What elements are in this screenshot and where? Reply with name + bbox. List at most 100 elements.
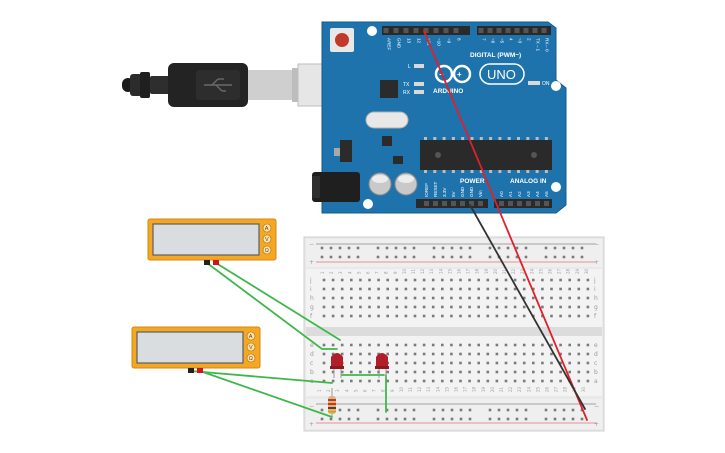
- rail-hole[interactable]: [524, 408, 528, 412]
- terminal-hole[interactable]: [431, 278, 435, 282]
- terminal-hole[interactable]: [340, 305, 344, 309]
- terminal-hole[interactable]: [377, 379, 380, 383]
- rail-hole[interactable]: [544, 255, 548, 259]
- terminal-hole[interactable]: [586, 379, 590, 383]
- terminal-hole[interactable]: [477, 287, 480, 291]
- header-pin[interactable]: [478, 201, 483, 206]
- rail-hole[interactable]: [571, 255, 575, 259]
- terminal-hole[interactable]: [450, 343, 453, 347]
- terminal-hole[interactable]: [359, 314, 362, 318]
- terminal-hole[interactable]: [468, 296, 471, 300]
- terminal-hole[interactable]: [577, 278, 581, 282]
- terminal-hole[interactable]: [477, 305, 480, 309]
- terminal-hole[interactable]: [459, 343, 462, 347]
- terminal-hole[interactable]: [532, 287, 535, 291]
- mode-voltmeter-icon[interactable]: [246, 342, 256, 352]
- led-1[interactable]: [330, 353, 344, 378]
- terminal-hole[interactable]: [322, 287, 326, 291]
- terminal-hole[interactable]: [441, 379, 444, 383]
- mode-ohmmeter-icon[interactable]: [246, 353, 256, 363]
- terminal-hole[interactable]: [350, 370, 353, 374]
- rail-hole[interactable]: [506, 417, 510, 421]
- rail-hole[interactable]: [553, 255, 557, 259]
- terminal-hole[interactable]: [331, 296, 335, 300]
- terminal-hole[interactable]: [550, 343, 553, 347]
- header-pin[interactable]: [487, 28, 493, 33]
- terminal-hole[interactable]: [468, 361, 471, 365]
- terminal-hole[interactable]: [577, 296, 581, 300]
- terminal-hole[interactable]: [422, 287, 426, 291]
- terminal-hole[interactable]: [550, 370, 553, 374]
- terminal-hole[interactable]: [568, 314, 571, 318]
- terminal-hole[interactable]: [368, 278, 371, 282]
- terminal-hole[interactable]: [386, 287, 389, 291]
- rail-hole[interactable]: [450, 417, 454, 421]
- terminal-hole[interactable]: [586, 287, 590, 291]
- rail-hole[interactable]: [515, 408, 519, 412]
- terminal-hole[interactable]: [541, 352, 544, 356]
- header-pin[interactable]: [460, 201, 465, 206]
- rail-hole[interactable]: [580, 246, 584, 250]
- terminal-hole[interactable]: [395, 314, 399, 318]
- terminal-hole[interactable]: [322, 296, 326, 300]
- terminal-hole[interactable]: [404, 352, 408, 356]
- terminal-hole[interactable]: [541, 305, 544, 309]
- terminal-hole[interactable]: [459, 287, 462, 291]
- terminal-hole[interactable]: [468, 370, 471, 374]
- terminal-hole[interactable]: [522, 352, 526, 356]
- terminal-hole[interactable]: [359, 370, 362, 374]
- terminal-hole[interactable]: [522, 296, 526, 300]
- rail-hole[interactable]: [553, 408, 557, 412]
- header-pin[interactable]: [442, 201, 447, 206]
- rail-hole[interactable]: [571, 408, 575, 412]
- terminal-hole[interactable]: [431, 370, 435, 374]
- terminal-hole[interactable]: [404, 361, 408, 365]
- terminal-hole[interactable]: [413, 361, 417, 365]
- rail-hole[interactable]: [450, 246, 454, 250]
- terminal-hole[interactable]: [386, 305, 389, 309]
- terminal-hole[interactable]: [404, 314, 408, 318]
- terminal-hole[interactable]: [450, 352, 453, 356]
- terminal-hole[interactable]: [477, 296, 480, 300]
- terminal-hole[interactable]: [586, 343, 590, 347]
- rail-hole[interactable]: [394, 246, 398, 250]
- rail-hole[interactable]: [356, 255, 360, 259]
- terminal-hole[interactable]: [422, 305, 426, 309]
- header-pin[interactable]: [413, 28, 419, 33]
- terminal-hole[interactable]: [468, 379, 471, 383]
- wire-green[interactable]: [206, 262, 338, 350]
- terminal-hole[interactable]: [377, 278, 380, 282]
- rail-hole[interactable]: [468, 417, 472, 421]
- rail-hole[interactable]: [329, 417, 333, 421]
- rail-hole[interactable]: [562, 246, 566, 250]
- rail-hole[interactable]: [385, 417, 389, 421]
- terminal-hole[interactable]: [541, 379, 544, 383]
- terminal-hole[interactable]: [395, 287, 399, 291]
- terminal-hole[interactable]: [441, 361, 444, 365]
- mode-voltmeter-icon[interactable]: [262, 234, 272, 244]
- terminal-hole[interactable]: [495, 296, 499, 300]
- terminal-hole[interactable]: [550, 314, 553, 318]
- terminal-hole[interactable]: [504, 296, 508, 300]
- terminal-hole[interactable]: [422, 379, 426, 383]
- rail-hole[interactable]: [432, 246, 436, 250]
- terminal-hole[interactable]: [459, 379, 462, 383]
- header-pin[interactable]: [451, 201, 456, 206]
- terminal-hole[interactable]: [532, 343, 535, 347]
- terminal-hole[interactable]: [477, 370, 480, 374]
- terminal-hole[interactable]: [513, 343, 517, 347]
- terminal-hole[interactable]: [541, 278, 544, 282]
- terminal-hole[interactable]: [495, 287, 499, 291]
- terminal-hole[interactable]: [386, 343, 389, 347]
- terminal-hole[interactable]: [586, 296, 590, 300]
- rail-hole[interactable]: [412, 408, 416, 412]
- terminal-hole[interactable]: [340, 352, 344, 356]
- terminal-hole[interactable]: [386, 296, 389, 300]
- header-pin[interactable]: [443, 28, 449, 33]
- terminal-hole[interactable]: [513, 278, 517, 282]
- terminal-hole[interactable]: [577, 352, 581, 356]
- terminal-hole[interactable]: [577, 343, 581, 347]
- terminal-hole[interactable]: [413, 352, 417, 356]
- terminal-hole[interactable]: [422, 361, 426, 365]
